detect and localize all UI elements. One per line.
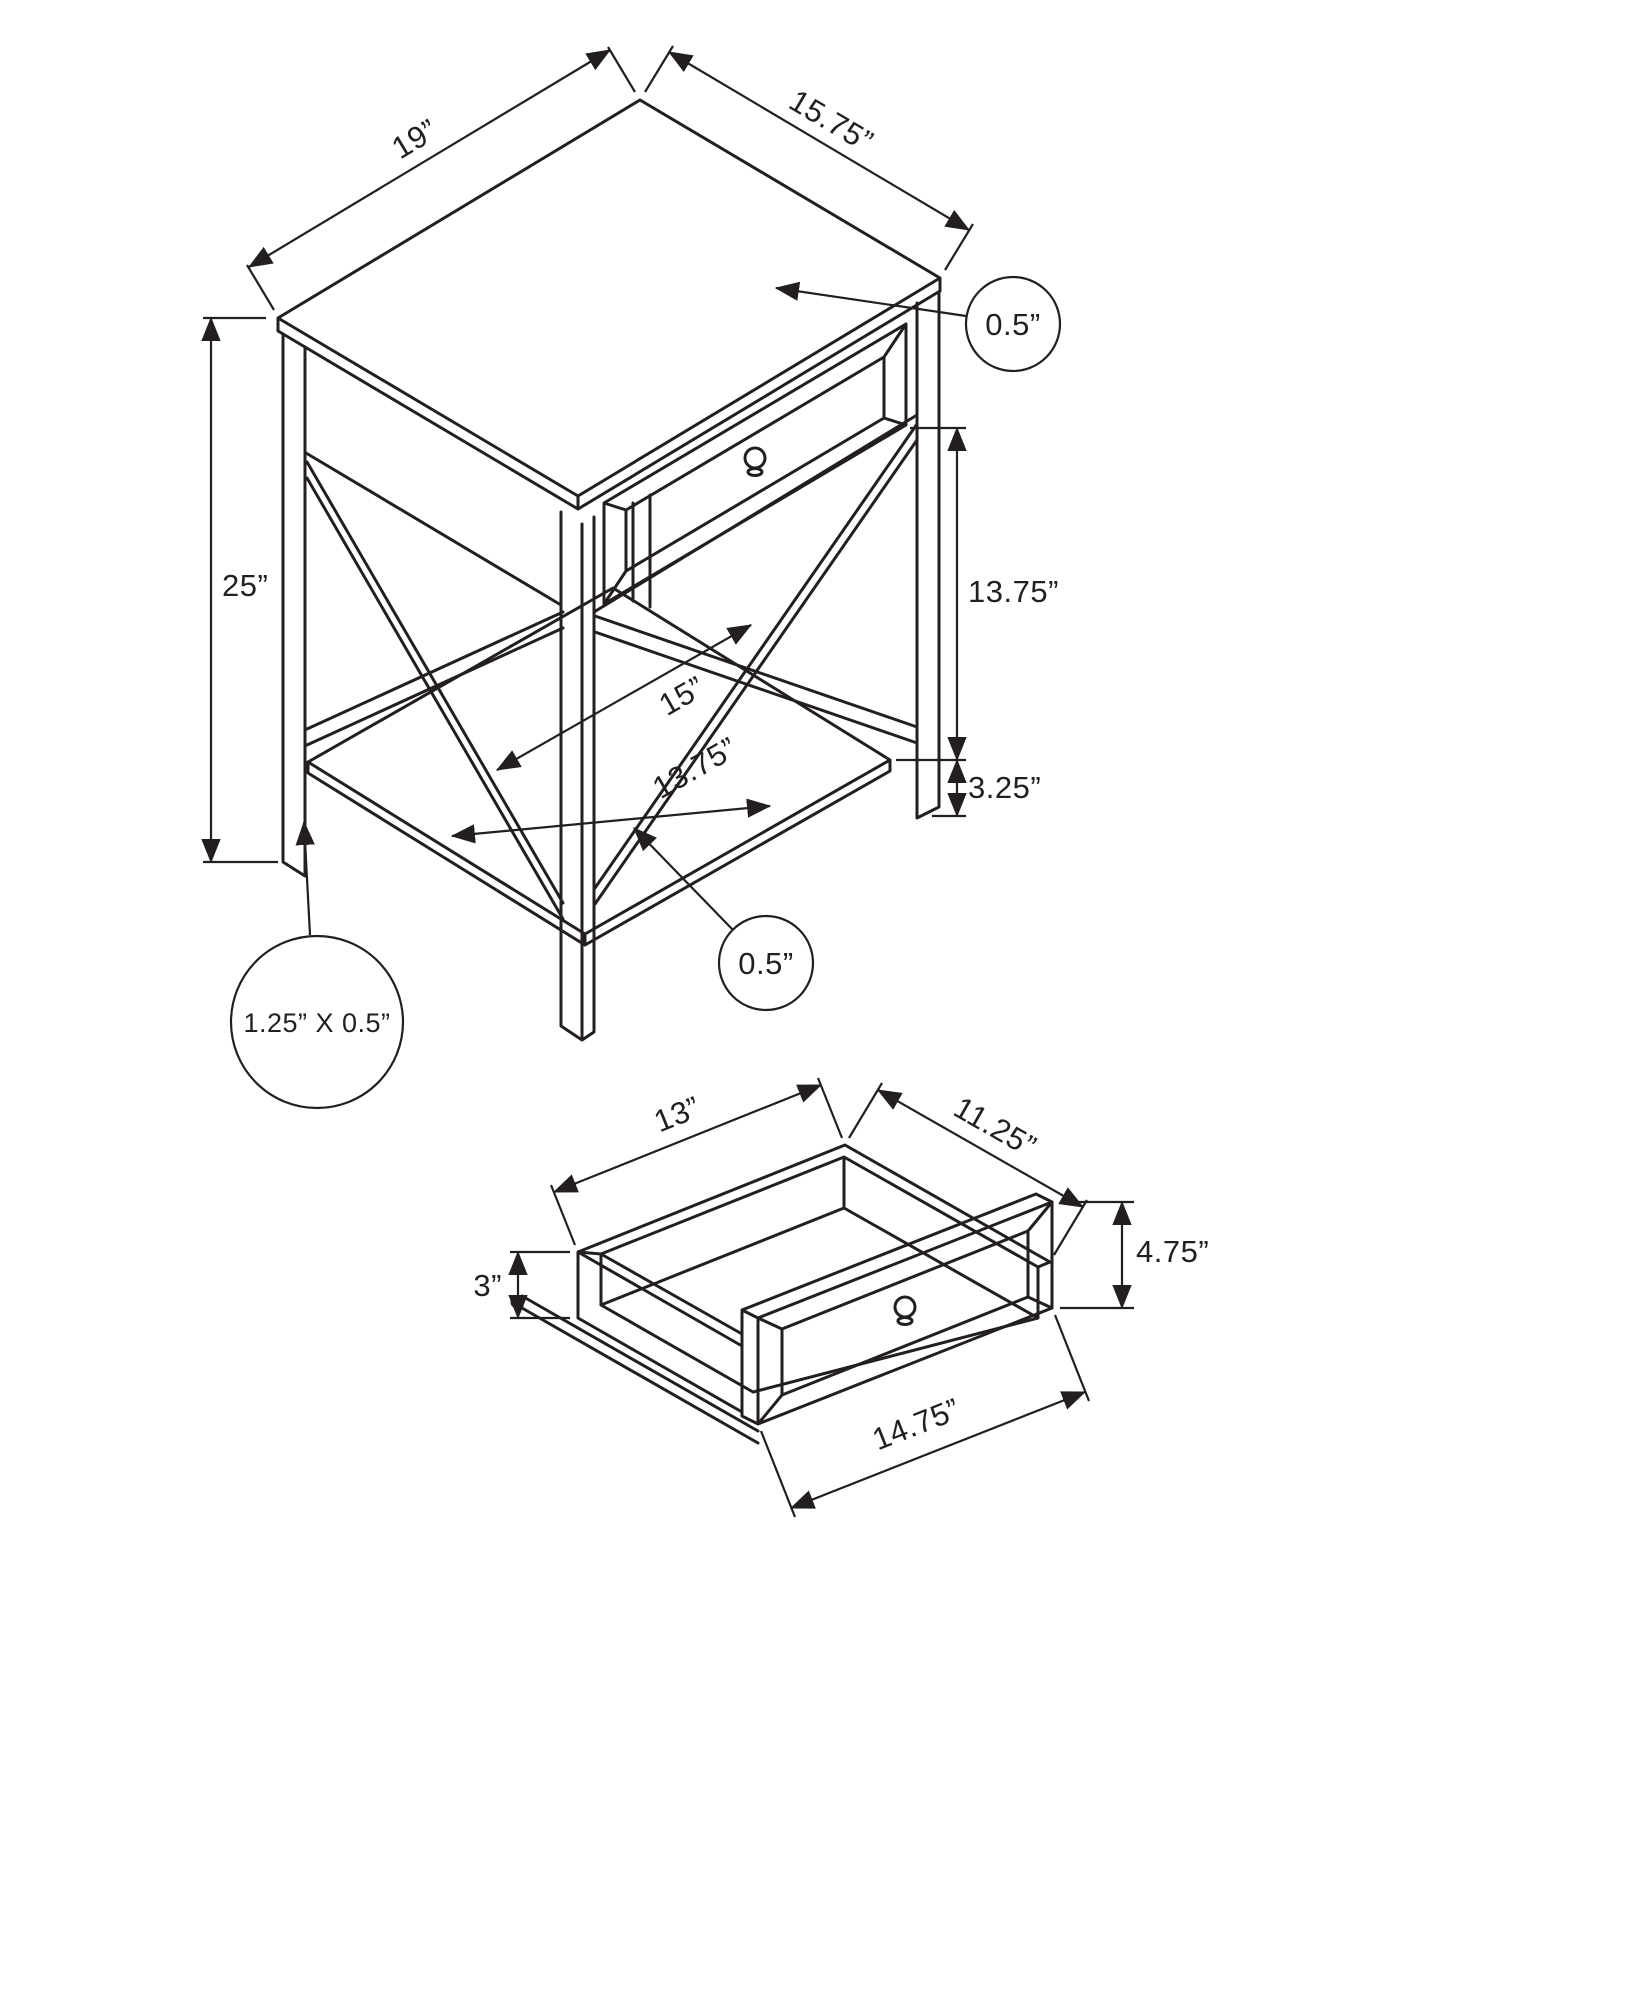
label-leg-profile: 1.25” X 0.5” (243, 1008, 390, 1038)
label-drawer-depth: 13” (649, 1089, 705, 1139)
table-leg-left (281, 332, 307, 878)
drawer-front-panel (740, 1192, 1054, 1426)
drawer-panel-knob (893, 1295, 917, 1319)
x-braces (305, 422, 919, 921)
table-top (276, 98, 942, 511)
table-drawer-front (602, 322, 908, 606)
label-drawer-width: 11.25” (948, 1090, 1042, 1164)
dim-drawer-front-width-ext (759, 1314, 1091, 1518)
label-shelf-width: 13.75” (647, 730, 743, 805)
drawer-box (576, 1143, 1052, 1414)
label-apron-to-shelf: 13.75” (968, 574, 1059, 609)
dimension-labels: 19” 15.75” 0.5” 25” 13.75” 3.25” 15” 13.… (222, 83, 1209, 1457)
table-dimensions (201, 45, 1062, 1110)
leg-profile-leader (295, 820, 315, 936)
dim-shelf-width-line (450, 798, 772, 844)
drawer-dimensions (508, 1077, 1134, 1518)
label-drawer-side-height: 3” (473, 1268, 502, 1303)
table-leg-back (631, 493, 652, 609)
label-top-thickness: 0.5” (985, 307, 1040, 342)
dim-top-width-line (667, 51, 971, 231)
drawer-knob (743, 446, 767, 470)
label-shelf-thickness: 0.5” (738, 946, 793, 981)
table-apron (304, 413, 919, 614)
label-drawer-front-width: 14.75” (867, 1391, 964, 1457)
label-overall-height: 25” (222, 568, 268, 603)
dim-drawer-depth-line (552, 1083, 823, 1194)
label-shelf-to-floor: 3.25” (968, 770, 1041, 805)
dim-drawer-width-line (876, 1089, 1085, 1208)
dim-drawer-front-width-line (789, 1390, 1087, 1510)
top-thickness-balloon (964, 275, 1062, 373)
top-thickness-leader (774, 281, 967, 318)
dim-top-depth-ext (246, 46, 636, 311)
dim-drawer-width-ext (848, 1082, 1088, 1256)
table-shelf (306, 586, 892, 947)
label-drawer-front-height: 4.75” (1136, 1234, 1209, 1269)
leg-profile-balloon (229, 934, 405, 1110)
drawer-panel-knob-base (896, 1316, 914, 1326)
shelf-thickness-leader (633, 827, 734, 931)
dim-top-depth-line (247, 49, 612, 268)
shelf-thickness-balloon (717, 914, 815, 1012)
label-top-depth: 19” (386, 112, 444, 166)
dim-shelf-depth-line (495, 624, 753, 771)
table-leg-front (559, 510, 596, 1042)
dim-top-width-ext (644, 45, 974, 271)
table-leg-right (915, 290, 941, 820)
dim-apron-shelf-ext (896, 426, 966, 762)
drawer-knob-base (746, 467, 764, 477)
drawer-structure (510, 1143, 1054, 1445)
table-structure (276, 98, 942, 1042)
